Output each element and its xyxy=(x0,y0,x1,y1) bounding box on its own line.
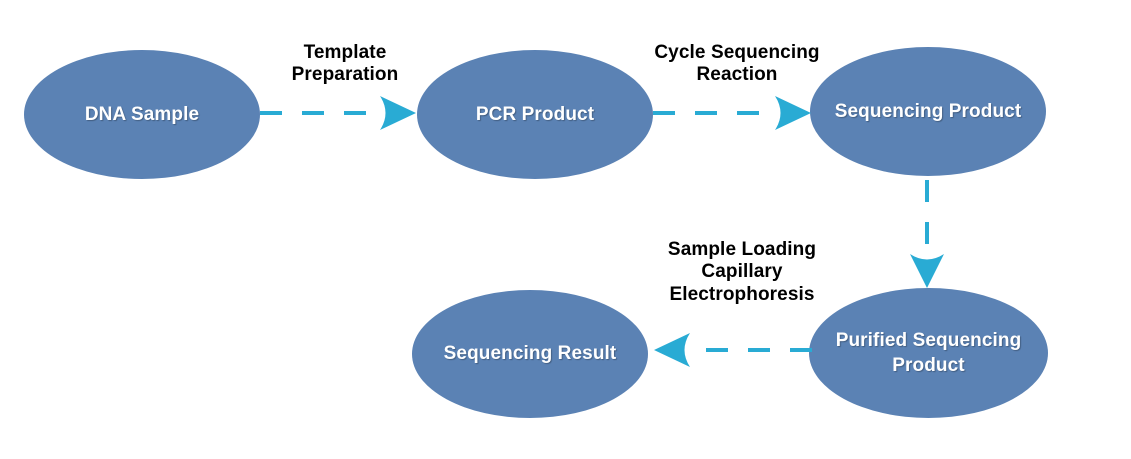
node-label: PCR Product xyxy=(475,103,595,125)
node-dna-sample[interactable]: DNA Sample xyxy=(24,50,260,179)
connector-purification xyxy=(910,180,944,288)
node-purified-sequencing-product[interactable]: Purified Sequencing Product xyxy=(809,288,1048,418)
node-sequencing-product[interactable]: Sequencing Product xyxy=(810,47,1046,176)
connector-cycle-sequencing-reaction xyxy=(653,96,811,130)
arrowhead-right-icon xyxy=(380,96,416,130)
connector-template-preparation xyxy=(260,96,416,130)
edge-label-cycle-sequencing-reaction: Cycle Sequencing Reaction xyxy=(654,42,820,86)
arrowhead-left-icon xyxy=(654,333,690,367)
node-label: Sequencing Product xyxy=(834,100,1022,122)
node-pcr-product[interactable]: PCR Product xyxy=(417,50,653,179)
arrowhead-down-icon xyxy=(910,254,944,288)
node-label: Purified Sequencing Product xyxy=(835,329,1022,376)
node-sequencing-result[interactable]: Sequencing Result xyxy=(412,290,648,418)
connector-sample-loading-capillary-electrophoresis xyxy=(654,333,812,367)
node-label: DNA Sample xyxy=(84,103,200,125)
arrowhead-right-icon xyxy=(775,96,811,130)
edge-label-template-preparation: Template Preparation xyxy=(291,42,399,86)
edge-label-sample-loading-capillary-electrophoresis: Sample Loading Capillary Electrophoresis xyxy=(667,239,817,305)
node-label: Sequencing Result xyxy=(443,343,617,365)
